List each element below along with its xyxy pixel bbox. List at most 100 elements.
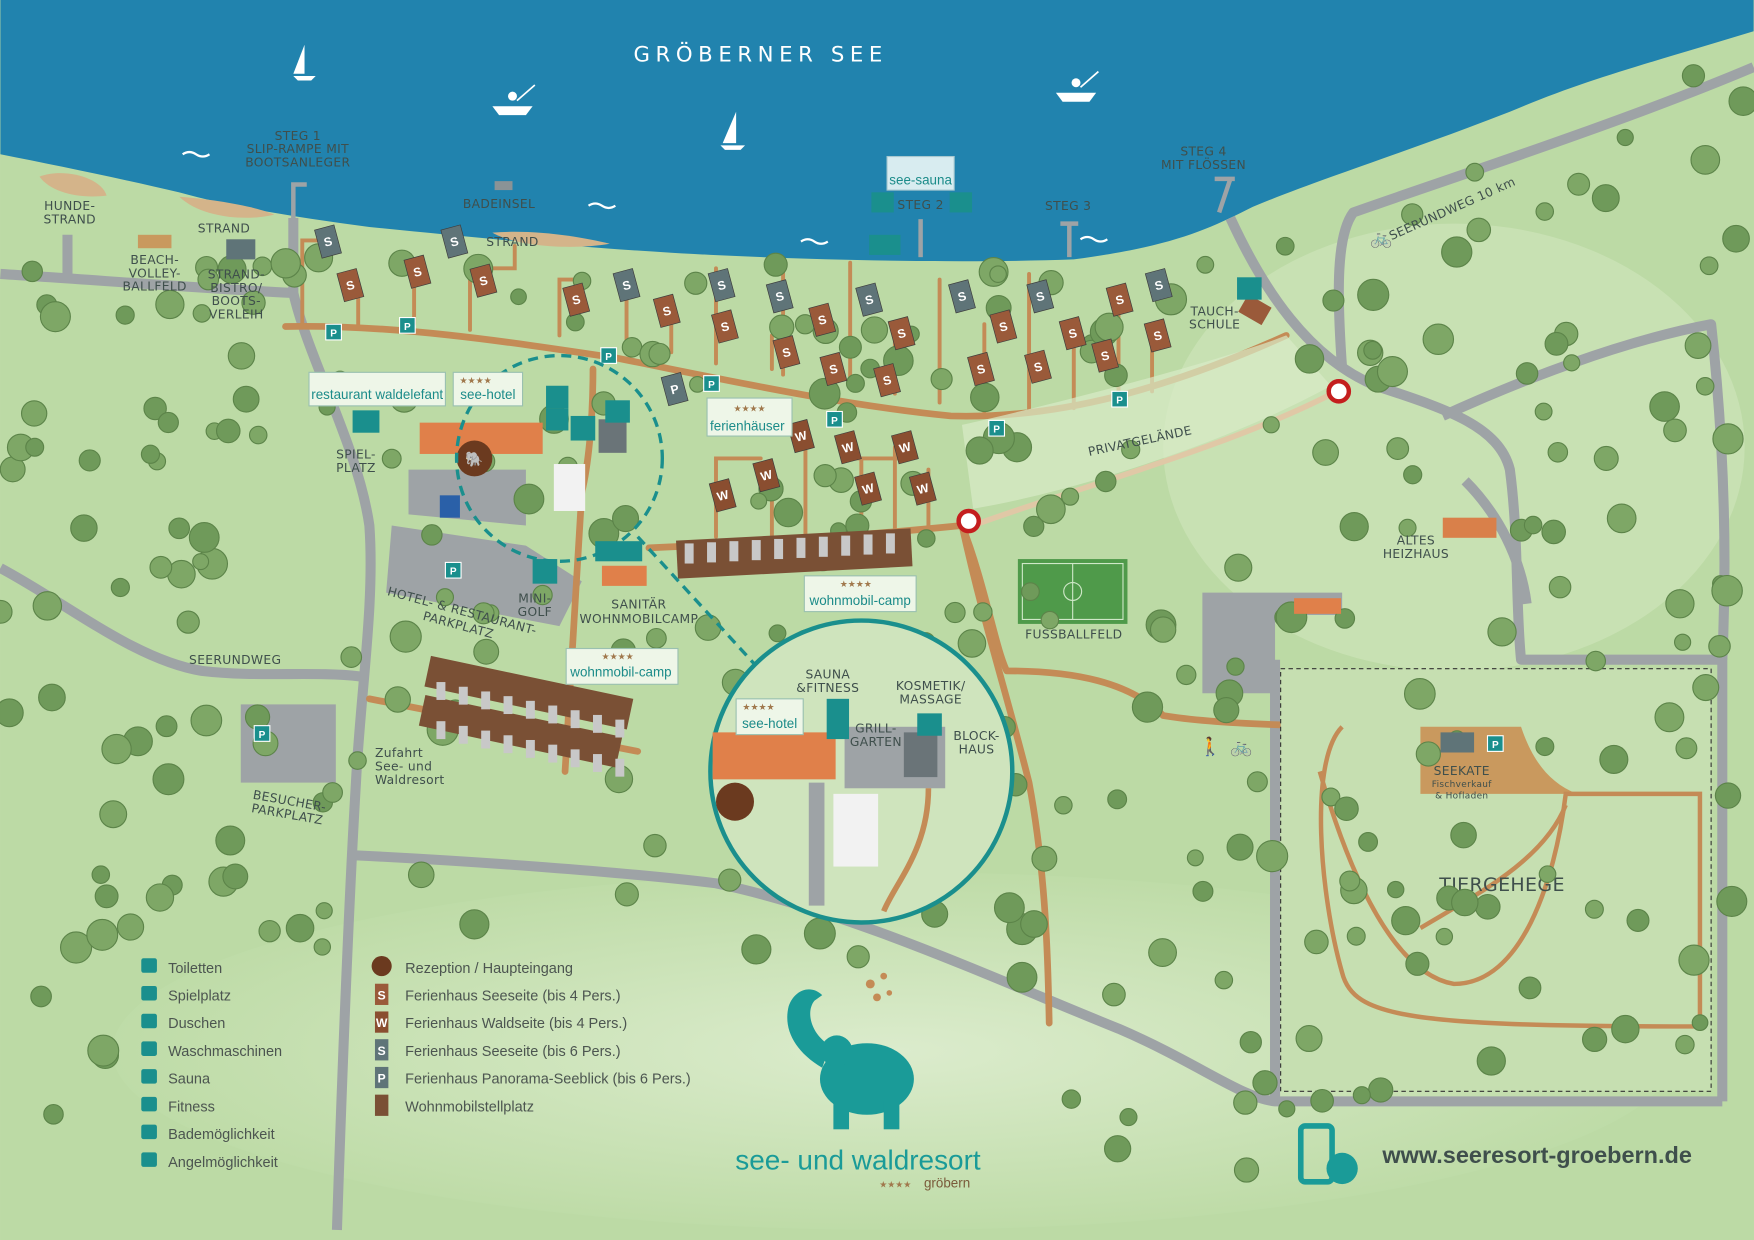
- house-w-icon[interactable]: W: [834, 430, 862, 465]
- house-w-icon[interactable]: W: [752, 458, 781, 493]
- tree: [70, 514, 98, 542]
- camper-pitch: [436, 721, 446, 740]
- tree: [1422, 323, 1455, 356]
- house-s-gray-icon[interactable]: S: [612, 268, 641, 303]
- svg-text:SAUNA&FITNESS: SAUNA&FITNESS: [796, 668, 859, 695]
- house-s-gray-icon[interactable]: S: [855, 282, 884, 317]
- house-letter: S: [956, 289, 968, 305]
- tree: [285, 913, 315, 943]
- house-w-icon[interactable]: W: [908, 471, 937, 506]
- website-link[interactable]: www.seeresort-groebern.de: [1297, 1123, 1692, 1185]
- callout-see-sauna[interactable]: see-sauna: [886, 155, 955, 191]
- house-s-gray-icon[interactable]: S: [440, 224, 469, 259]
- tree: [1649, 391, 1680, 422]
- house-s-brown-icon[interactable]: S: [873, 363, 901, 398]
- tree: [1339, 511, 1369, 542]
- house-s-gray-icon[interactable]: S: [707, 268, 736, 303]
- tree: [1339, 870, 1361, 892]
- house-s-brown-icon[interactable]: S: [808, 302, 837, 337]
- house-p-icon[interactable]: P: [660, 372, 689, 407]
- tree: [192, 304, 212, 323]
- reception-elephant-icon[interactable]: [715, 782, 755, 821]
- blockhaus-building: [598, 419, 627, 453]
- tree: [1563, 354, 1581, 372]
- tree: [215, 825, 246, 856]
- house-letter: W: [861, 481, 876, 498]
- swimming-icon: [182, 150, 211, 158]
- house-s-gray-icon[interactable]: S: [1026, 279, 1055, 314]
- tree: [101, 733, 132, 765]
- tree: [1599, 744, 1629, 774]
- callout-see-hotel[interactable]: ★★★★ see-hotel: [452, 371, 524, 407]
- house-s-brown-icon[interactable]: S: [819, 351, 848, 387]
- callout-ferienhaeuser[interactable]: ★★★★ ferienhäuser: [706, 397, 793, 437]
- house-s-brown-icon[interactable]: S: [1105, 282, 1134, 317]
- house-s-brown-icon[interactable]: S: [1058, 316, 1087, 351]
- reception-elephant-icon[interactable]: [456, 440, 493, 477]
- svg-text:BLOCK-HAUS: BLOCK-HAUS: [953, 729, 999, 756]
- svg-text:FUSSBALLFELD: FUSSBALLFELD: [1025, 627, 1122, 641]
- house-s-brown-icon[interactable]: S: [403, 254, 432, 289]
- house-s-gray-icon[interactable]: S: [948, 279, 976, 314]
- tree: [532, 584, 553, 606]
- tree: [769, 314, 795, 340]
- tree: [1451, 888, 1479, 917]
- tree: [1346, 926, 1366, 946]
- house-w-icon: [374, 1011, 389, 1033]
- house-s-brown-icon[interactable]: S: [989, 309, 1018, 344]
- house-s-brown-icon[interactable]: S: [652, 293, 681, 328]
- house-w-icon[interactable]: W: [708, 478, 737, 513]
- house-w-icon[interactable]: W: [891, 430, 919, 465]
- tree: [846, 945, 870, 969]
- house-s-brown-icon[interactable]: S: [711, 309, 739, 344]
- tree: [1386, 437, 1410, 460]
- tree: [957, 629, 987, 658]
- tree: [944, 601, 966, 624]
- tree: [813, 464, 837, 488]
- house-s-brown-icon[interactable]: S: [469, 263, 498, 298]
- tree: [1149, 616, 1177, 643]
- svg-text:★★★★: ★★★★: [602, 652, 634, 662]
- tree: [614, 882, 639, 907]
- strandbistro-building: [226, 239, 256, 260]
- house-s-brown-icon[interactable]: S: [336, 268, 365, 303]
- house-letter: S: [774, 289, 786, 305]
- house-w-icon[interactable]: W: [787, 419, 815, 454]
- tree: [845, 373, 865, 393]
- legend-label: Ferienhaus Panorama-Seeblick (bis 6 Pers…: [405, 1072, 691, 1088]
- camper-pitch: [481, 730, 491, 749]
- swimming-icon: [800, 238, 829, 245]
- tree: [741, 934, 772, 965]
- house-s-brown-icon[interactable]: S: [562, 282, 591, 317]
- playground-icon: [352, 410, 380, 433]
- tree: [1541, 519, 1566, 545]
- tree: [1006, 961, 1038, 993]
- tree: [1728, 86, 1754, 116]
- house-s-gray-icon[interactable]: S: [765, 279, 794, 314]
- callout-wohnmobil-camp[interactable]: ★★★★ wohnmobil-camp: [565, 647, 679, 685]
- house-s-brown-icon[interactable]: S: [1143, 318, 1172, 353]
- swimming-icon: [587, 202, 616, 210]
- house-w-icon[interactable]: W: [854, 471, 882, 506]
- house-s-brown-icon[interactable]: S: [1091, 338, 1119, 373]
- svg-text:SPIEL-PLATZ: SPIEL-PLATZ: [336, 447, 376, 474]
- tree: [1061, 1089, 1082, 1109]
- tree: [1535, 202, 1555, 221]
- house-s-brown-icon[interactable]: S: [772, 335, 801, 370]
- sailboat-icon: [720, 111, 746, 150]
- parking-sign-icon: P: [826, 410, 843, 428]
- callout-wohnmobil-camp[interactable]: ★★★★ wohnmobil-camp: [803, 575, 917, 613]
- callout-restaurant-waldelefant[interactable]: restaurant waldelefant: [308, 371, 446, 407]
- house-s-brown-icon[interactable]: S: [887, 316, 916, 351]
- house-s-gray-icon[interactable]: S: [314, 224, 342, 259]
- house-s-gray-icon[interactable]: S: [1144, 268, 1173, 303]
- tree: [1673, 633, 1692, 651]
- house-s-brown-icon[interactable]: S: [967, 351, 995, 387]
- house-s-brown-icon[interactable]: S: [1024, 349, 1052, 384]
- camper-pitch: [458, 725, 468, 744]
- tree: [1401, 203, 1424, 226]
- swimming-icon: [1079, 235, 1108, 243]
- callout-see-hotel-inset[interactable]: ★★★★ see-hotel: [735, 698, 804, 736]
